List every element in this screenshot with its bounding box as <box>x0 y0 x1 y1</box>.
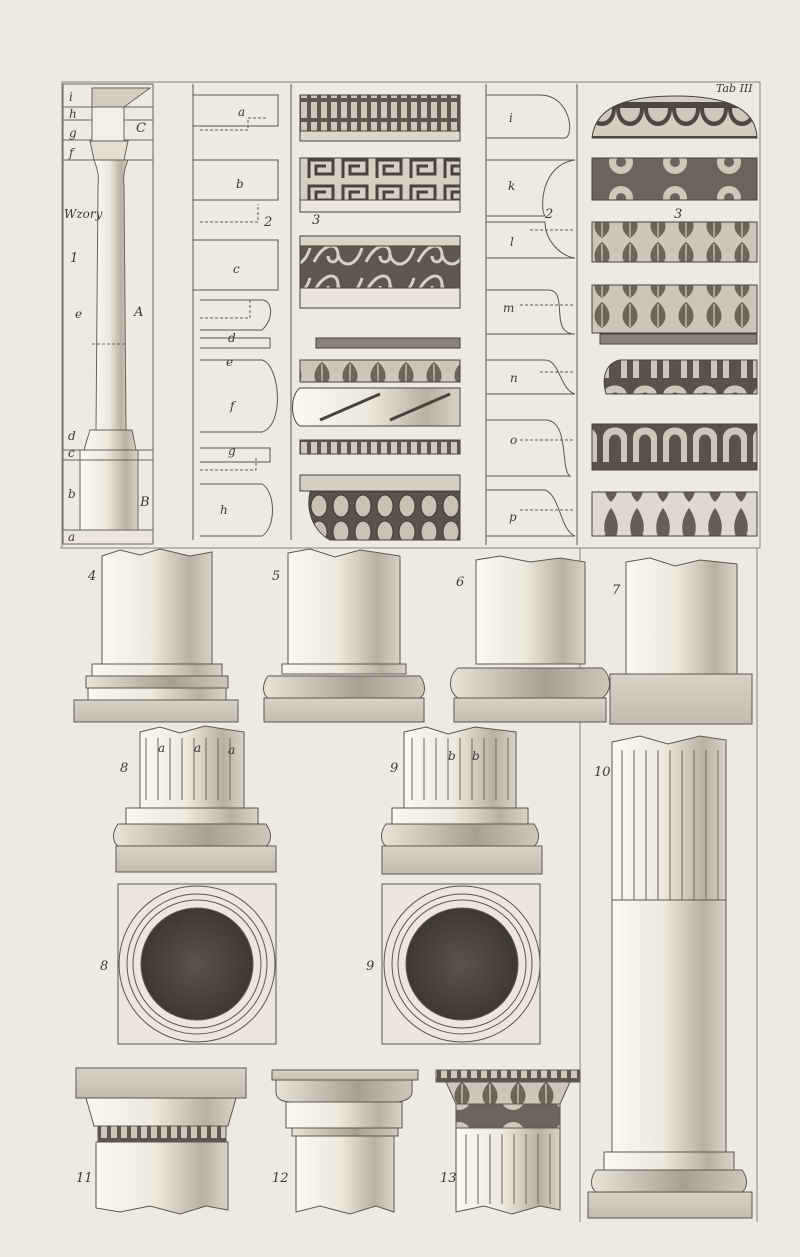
svg-text:b: b <box>448 749 456 763</box>
svg-text:f: f <box>229 399 237 413</box>
svg-text:d: d <box>228 331 236 345</box>
figure-1-number: 1 <box>70 251 78 266</box>
svg-text:6: 6 <box>456 575 464 590</box>
capital-figure-12: 12 <box>271 1069 419 1215</box>
svg-text:C: C <box>136 121 146 136</box>
svg-text:l: l <box>510 235 514 249</box>
svg-text:a: a <box>194 741 201 755</box>
svg-text:m: m <box>503 301 514 315</box>
capital-figure-13: 13 <box>435 1069 581 1215</box>
base-figure-6: 6 <box>450 555 610 723</box>
svg-text:f: f <box>68 146 76 160</box>
svg-text:7: 7 <box>612 583 621 598</box>
svg-text:2: 2 <box>263 215 272 230</box>
svg-text:a: a <box>238 105 245 119</box>
svg-text:e: e <box>226 355 233 369</box>
svg-text:a: a <box>172 914 179 928</box>
svg-text:A: A <box>133 305 143 320</box>
svg-text:i: i <box>509 111 513 125</box>
svg-text:4: 4 <box>87 569 96 584</box>
section-figure-9: b b b 9 <box>366 883 541 1045</box>
svg-text:b: b <box>236 177 244 191</box>
svg-text:a: a <box>68 530 75 544</box>
svg-text:g: g <box>228 444 236 458</box>
tab-label: Tab III <box>716 82 753 95</box>
svg-text:8: 8 <box>100 959 108 974</box>
section-figure-8: a a a 8 <box>100 883 277 1045</box>
figure-3-right-ornament: 3 <box>591 95 758 537</box>
figure-1-column <box>62 83 154 545</box>
svg-text:12: 12 <box>272 1171 289 1186</box>
fluted-base-figure-9: b b 9 <box>381 726 543 875</box>
svg-text:3: 3 <box>312 213 320 228</box>
svg-text:B: B <box>139 495 150 510</box>
svg-text:2: 2 <box>544 207 553 222</box>
svg-text:h: h <box>220 503 228 517</box>
base-figure-4: 4 <box>73 548 239 723</box>
base-figure-5: 5 <box>263 548 425 723</box>
svg-text:11: 11 <box>76 1171 93 1186</box>
svg-text:n: n <box>510 371 518 385</box>
caption-wzory: Wzory <box>64 207 103 221</box>
svg-text:g: g <box>69 126 77 140</box>
svg-text:b: b <box>424 919 432 933</box>
svg-text:c: c <box>233 262 240 276</box>
svg-text:e: e <box>75 307 82 321</box>
svg-text:a: a <box>158 741 165 755</box>
svg-text:a: a <box>157 993 164 1007</box>
fluted-base-figure-8: a a a 8 <box>113 725 277 873</box>
svg-text:i: i <box>69 90 73 104</box>
svg-text:13: 13 <box>440 1171 457 1186</box>
svg-text:b: b <box>68 487 76 501</box>
figure-2-right-profile: i k l m n o p 2 <box>485 84 578 545</box>
svg-text:b: b <box>436 1003 444 1017</box>
svg-text:b: b <box>506 935 514 949</box>
svg-text:b: b <box>472 749 480 763</box>
figure-2-left-profile: a b c d e f g h 2 <box>192 84 292 540</box>
svg-text:5: 5 <box>272 569 280 584</box>
figure-3-left-ornament: 3 <box>292 94 461 541</box>
svg-text:k: k <box>508 179 515 193</box>
column-figure-10: 10 <box>587 735 753 1219</box>
svg-text:p: p <box>509 510 517 524</box>
svg-text:8: 8 <box>120 761 128 776</box>
svg-text:h: h <box>69 107 77 121</box>
figure-1-letters: i h g f e d c b a C A B Wzory 1 <box>64 90 150 544</box>
svg-text:a: a <box>228 743 235 757</box>
capital-figure-11: 11 <box>75 1067 247 1215</box>
svg-text:c: c <box>68 446 75 460</box>
svg-text:9: 9 <box>366 959 374 974</box>
svg-text:d: d <box>68 429 76 443</box>
svg-text:10: 10 <box>594 765 611 780</box>
svg-text:a: a <box>240 961 247 975</box>
svg-text:3: 3 <box>674 207 682 222</box>
svg-text:o: o <box>510 433 517 447</box>
svg-text:9: 9 <box>390 761 398 776</box>
base-figure-7: 7 <box>609 557 753 725</box>
